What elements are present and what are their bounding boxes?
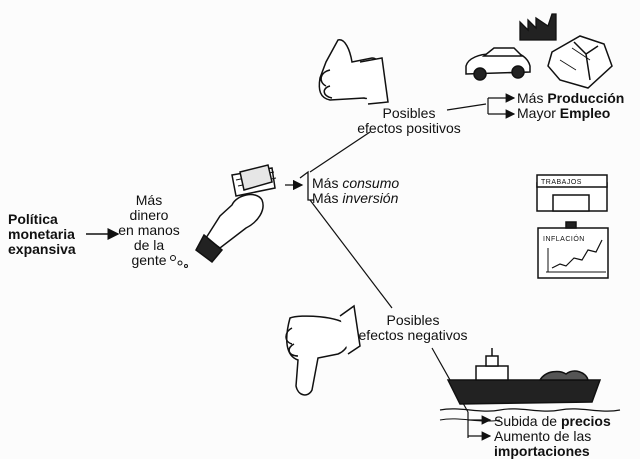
negative-title-line: efectos negativos [358,327,468,343]
mechanism-line: dinero [129,207,169,223]
negative-items: Subida de precios Aumento de las importa… [494,414,611,459]
thumbs-up-icon [318,39,389,105]
origin-label: Política monetaria expansiva [8,212,76,257]
inflacion-sign: INFLACIÓN [543,236,585,243]
positive-title: Posibles efectos positivos [350,106,468,136]
thought-dot [184,264,188,268]
thought-dot [177,260,183,266]
car-icon [465,47,531,81]
positive-title-line: Posibles [382,105,436,121]
ship-icon [439,348,621,422]
positive-title-line: efectos positivos [357,120,461,136]
mechanism-label: Más dinero en manos de la gente [110,193,188,268]
negative-title-line: Posibles [386,312,440,328]
money-hand-icon [195,164,277,264]
origin-line: expansiva [8,241,76,257]
effect-consumo: Más consumo [312,175,400,191]
origin-line: Política [8,211,58,227]
thought-dot [170,255,176,261]
shirt-icon [547,35,613,89]
building-icon [536,174,608,212]
positive-item-empleo: Mayor Empleo [517,105,611,121]
positive-items: Más Producción Mayor Empleo [517,91,624,121]
mechanism-line: gente [131,252,167,268]
mechanism-line: en manos [118,222,180,238]
bracket-effects [299,170,314,201]
thumbs-down-icon [285,304,361,396]
effects-label: Más consumo Más inversión [312,176,399,206]
negative-item-importaciones: Aumento de las [494,428,592,444]
mechanism-line: de la [133,237,165,253]
branch-positive [309,131,371,173]
factory-icon [519,13,557,41]
negative-title: Posibles efectos negativos [350,313,476,343]
mechanism-line: Más [135,192,163,208]
effect-inversion: Más inversión [312,190,399,206]
branch-negative [309,199,393,309]
arrows-positive [446,98,489,114]
negative-item-precios: Subida de precios [494,413,611,429]
negative-item-importaciones-bold: importaciones [494,443,590,459]
chart-icon [537,221,609,279]
origin-line: monetaria [8,226,75,242]
trabajos-sign: TRABAJOS [541,179,582,186]
positive-item-produccion: Más Producción [517,90,625,106]
